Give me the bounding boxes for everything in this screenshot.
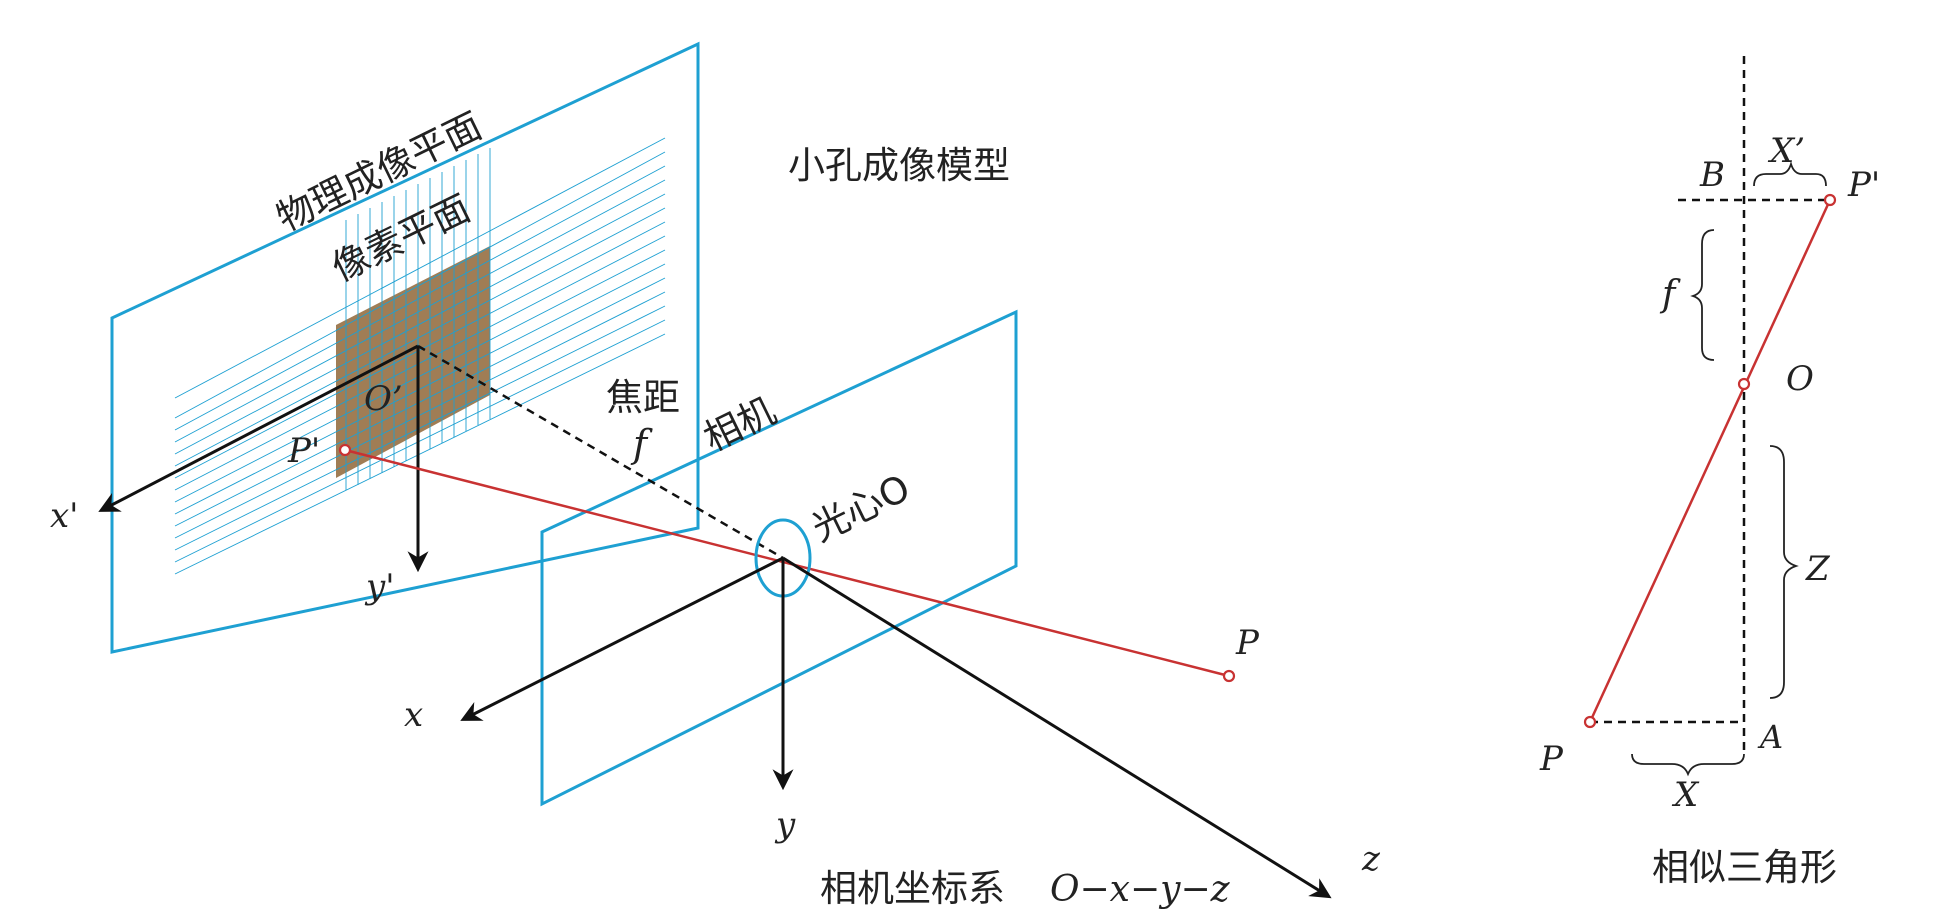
label-X-prime: X’ [1767,131,1805,171]
similar-triangles-title: 相似三角形 [1652,846,1837,889]
label-B: B [1699,155,1725,195]
label-X: X [1671,775,1700,815]
coord-system-label: 相机坐标系 [820,867,1005,910]
brace-z [1769,445,1799,699]
similar-triangles: B X’ P' f O Z P A X 相似三角形 [1539,56,1880,889]
object-point-label: P [1235,623,1260,663]
focal-length-line [417,344,784,560]
focal-symbol: f [630,422,653,466]
pinhole-title: 小孔成像模型 [788,144,1010,187]
pinhole-model: 物理成像平面 像素平面 小孔成像模型 焦距 f 相机 光心O O’ P' x' … [50,41,1381,910]
label-O: O [1786,359,1814,399]
triangle-ray [1588,199,1832,723]
projection-ray [344,448,1230,678]
label-Z: Z [1805,549,1831,589]
label-P-prime: P' [1847,165,1880,205]
image-axis-x-label: x' [50,496,79,536]
image-axis-y-label: y' [364,567,395,607]
brace-f [1690,229,1715,361]
image-axis-x-prime [98,344,419,512]
camera-axis-z [782,556,1332,899]
label-f: f [1659,274,1681,315]
camera-axis-x [460,556,784,721]
camera-label: 相机 [697,389,782,460]
optical-center-label: 光心O [805,466,917,550]
image-point-marker [338,443,352,457]
label-P: P [1539,739,1564,779]
brace-x-prime [1753,160,1827,187]
coord-system-formula: O−x−y−z [1050,869,1231,910]
camera-axis-y-label: y [774,805,796,845]
point-P-marker [1583,715,1597,729]
point-O-marker [1737,377,1751,391]
pixel-plane-patch [336,246,490,478]
image-origin-label: O’ [364,379,403,419]
camera-axis-x-label: x [404,695,423,735]
label-A: A [1757,718,1783,756]
camera-plane [540,309,1018,807]
point-P-prime-marker [1823,193,1837,207]
focal-label: 焦距 [606,376,680,419]
camera-axis-z-label: z [1361,839,1381,879]
physical-imaging-plane [110,41,700,654]
object-point-marker [1222,669,1236,683]
brace-x [1631,753,1745,777]
image-point-label: P' [287,431,320,471]
